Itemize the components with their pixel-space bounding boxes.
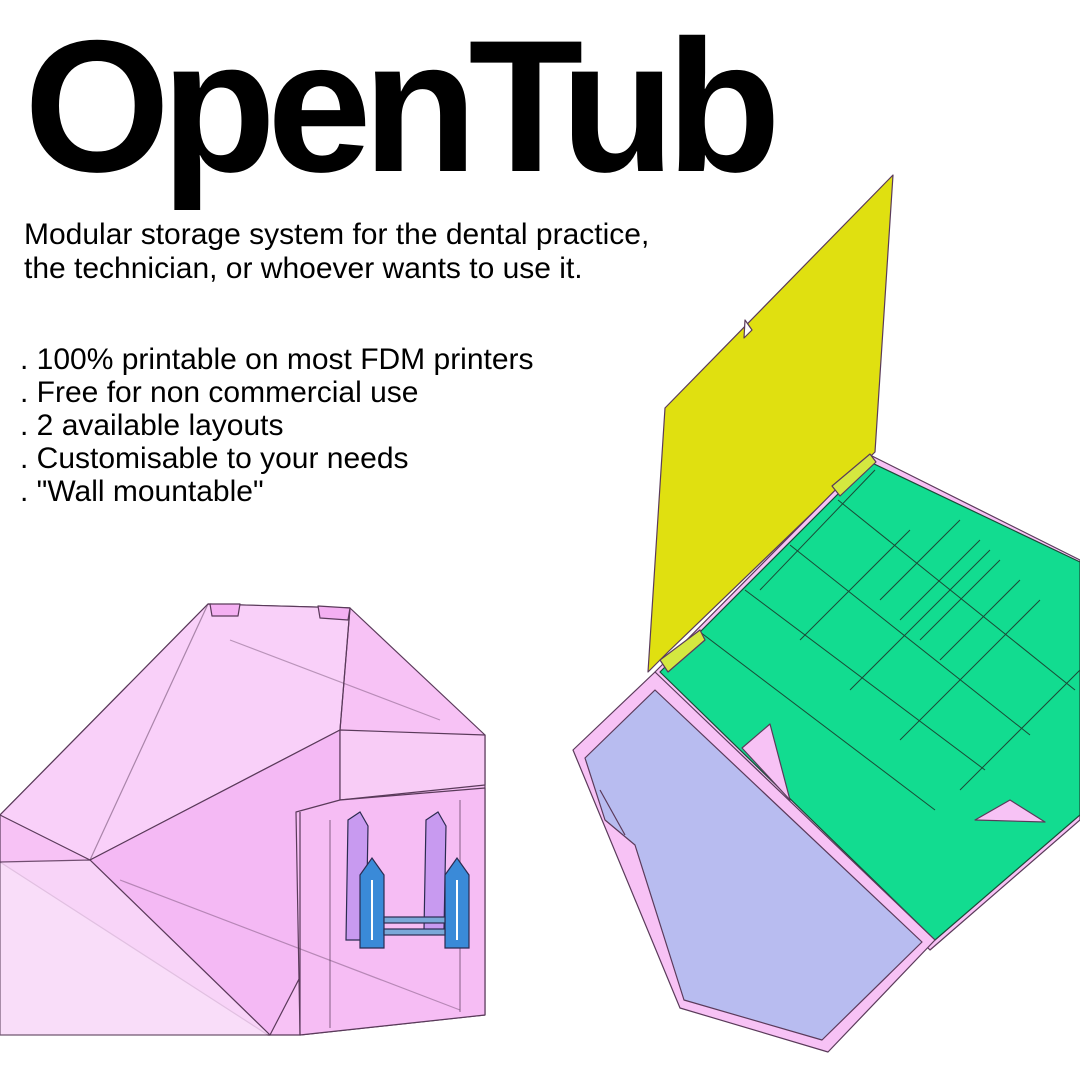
tagline: Modular storage system for the dental pr… [24, 218, 784, 286]
page-title: OpenTub [24, 1, 781, 211]
feature-item: . Customisable to your needs [20, 442, 409, 475]
wall-mount-clips [345, 811, 470, 949]
feature-item: . 100% printable on most FDM printers [20, 343, 534, 376]
tagline-line: Modular storage system for the dental pr… [24, 218, 650, 251]
tagline-line: the technician, or whoever wants to use … [24, 252, 583, 285]
tub-back-view-illustration [0, 603, 486, 1036]
feature-item: . 2 available layouts [20, 409, 284, 442]
feature-item: . "Wall mountable" [20, 475, 264, 508]
feature-list: . 100% printable on most FDM printers . … [20, 343, 534, 508]
tub-open-illustration [572, 174, 1080, 1053]
feature-item: . Free for non commercial use [20, 376, 419, 409]
